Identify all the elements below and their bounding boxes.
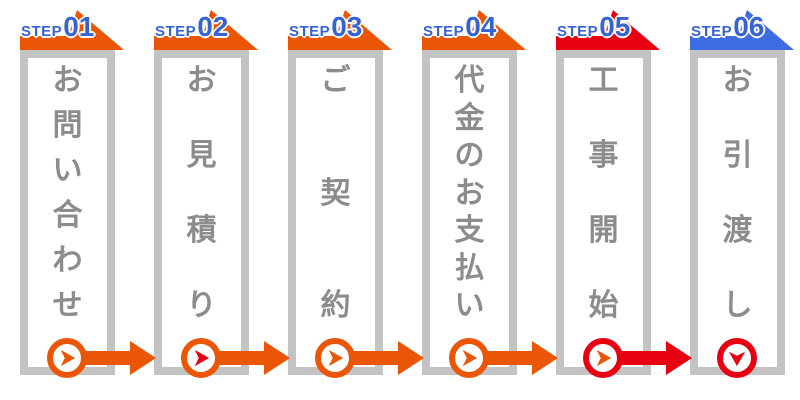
step-box: お問い合わせ: [20, 50, 115, 375]
step-marker-circle: [47, 338, 87, 378]
step-label: STEP03: [289, 13, 362, 41]
banner-ribbon-icon: [690, 10, 794, 50]
step-label-char: い: [52, 154, 83, 187]
step-prefix: STEP: [21, 23, 63, 40]
step-number: 04: [465, 11, 497, 42]
step-number: 02: [197, 11, 229, 42]
step-marker-circle: [583, 338, 623, 378]
step-label: STEP02: [155, 13, 228, 41]
step-box: 工事開始: [556, 50, 651, 375]
dart-arrow-icon: [462, 349, 478, 367]
step-marker-circle: [315, 338, 355, 378]
step-box: ご契約: [288, 50, 383, 375]
step-label: STEP06: [691, 13, 764, 41]
arrow-right-icon: [84, 341, 156, 375]
step-label-char: 積: [186, 214, 217, 247]
step-prefix: STEP: [691, 23, 733, 40]
step-column: STEP01 お問い合わせ: [20, 0, 156, 378]
arrow-right-icon: [620, 341, 692, 375]
step-label-char: 支: [454, 214, 485, 247]
step-number: 01: [63, 11, 95, 42]
arrow-right-icon: [486, 341, 558, 375]
step-label-char: 事: [588, 139, 619, 172]
step-label-char: お: [186, 64, 217, 97]
step-column: STEP06 お引渡し: [690, 0, 794, 378]
step-header: STEP01: [20, 0, 124, 50]
step-prefix: STEP: [289, 23, 331, 40]
step-label-char: の: [454, 139, 485, 172]
step-header: STEP06: [690, 0, 794, 50]
step-label-char: 代: [454, 64, 485, 97]
step-label-char: 払: [454, 251, 485, 285]
step-box: お見積り: [154, 50, 249, 375]
dart-arrow-icon: [194, 349, 210, 367]
step-label-char: お: [52, 64, 83, 97]
step-label-char: 問: [52, 109, 83, 142]
step-column: STEP04 代金のお支払い: [422, 0, 558, 378]
step-label-char: わ: [52, 244, 83, 277]
step-label-char: お: [722, 64, 753, 97]
step-prefix: STEP: [557, 23, 599, 40]
dart-arrow-icon: [328, 349, 344, 367]
step-column: STEP02 お見積り: [154, 0, 290, 378]
step-label-char: 始: [588, 289, 619, 322]
step-header: STEP04: [422, 0, 526, 50]
step-box: お引渡し: [690, 50, 785, 375]
step-header: STEP02: [154, 0, 258, 50]
dart-arrow-icon: [596, 349, 612, 367]
step-label-char: 契: [320, 176, 351, 210]
banner-ribbon-icon: [154, 10, 258, 50]
step-number: 03: [331, 11, 363, 42]
step-column: STEP05 工事開始: [556, 0, 692, 378]
dart-arrow-icon: [60, 349, 76, 367]
banner-ribbon-icon: [288, 10, 392, 50]
arrow-right-icon: [352, 341, 424, 375]
step-label: STEP05: [557, 13, 630, 41]
step-prefix: STEP: [423, 23, 465, 40]
step-label-char: 開: [588, 214, 619, 247]
banner-ribbon-icon: [422, 10, 526, 50]
step-column: STEP03 ご契約: [288, 0, 424, 378]
step-number: 05: [599, 11, 631, 42]
step-label-char: 約: [320, 289, 351, 322]
step-label-char: り: [186, 289, 217, 322]
step-label-char: ご: [320, 64, 351, 97]
step-label-char: 見: [186, 139, 217, 172]
dart-arrow-icon: [728, 351, 746, 367]
step-label-char: 引: [722, 139, 753, 172]
banner-ribbon-icon: [556, 10, 660, 50]
step-label-char: い: [454, 289, 485, 322]
step-label-char: 金: [454, 101, 485, 135]
step-label-char: 合: [52, 199, 83, 232]
step-box: 代金のお支払い: [422, 50, 517, 375]
step-label-char: お: [454, 176, 485, 210]
banner-ribbon-icon: [20, 10, 124, 50]
step-label-char: せ: [52, 289, 83, 322]
step-prefix: STEP: [155, 23, 197, 40]
step-label: STEP01: [21, 13, 94, 41]
step-marker-circle: [181, 338, 221, 378]
step-label-char: 渡: [722, 214, 753, 247]
step-label: STEP04: [423, 13, 496, 41]
step-label-char: し: [722, 289, 753, 322]
step-number: 06: [733, 11, 765, 42]
step-marker-circle: [717, 338, 757, 378]
step-marker-circle: [449, 338, 489, 378]
step-label-char: 工: [588, 64, 619, 97]
step-header: STEP05: [556, 0, 660, 50]
arrow-right-icon: [218, 341, 290, 375]
step-header: STEP03: [288, 0, 392, 50]
